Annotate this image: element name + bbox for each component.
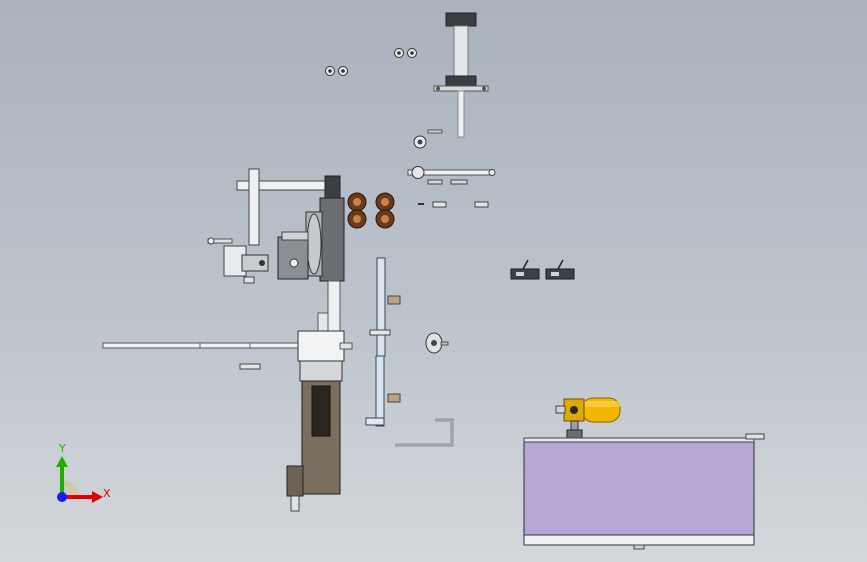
axis-triad (56, 456, 103, 503)
horizontal-shaft[interactable] (407, 166, 496, 208)
wire-feed-frame[interactable] (207, 168, 345, 284)
small-flange-wheel[interactable] (425, 332, 449, 354)
clamp-blocks[interactable] (510, 259, 575, 280)
small-nut-pair-top[interactable] (394, 48, 417, 58)
long-guide-arm[interactable] (102, 342, 299, 370)
yellow-air-cylinder[interactable] (555, 397, 621, 439)
servo-motor-assembly[interactable] (286, 280, 353, 512)
small-nut-pair-left[interactable] (325, 66, 348, 76)
vertical-mount-plate[interactable] (365, 257, 401, 427)
vertical-air-cylinder[interactable] (433, 12, 489, 138)
base-tank[interactable] (523, 433, 765, 550)
z-axis-dot (57, 492, 67, 502)
bent-wire-hook[interactable] (395, 418, 454, 447)
idler-roller-set[interactable] (347, 192, 395, 229)
y-axis-label: Y (59, 442, 66, 455)
x-axis-label: X (103, 487, 111, 500)
guide-roller[interactable] (413, 129, 443, 149)
